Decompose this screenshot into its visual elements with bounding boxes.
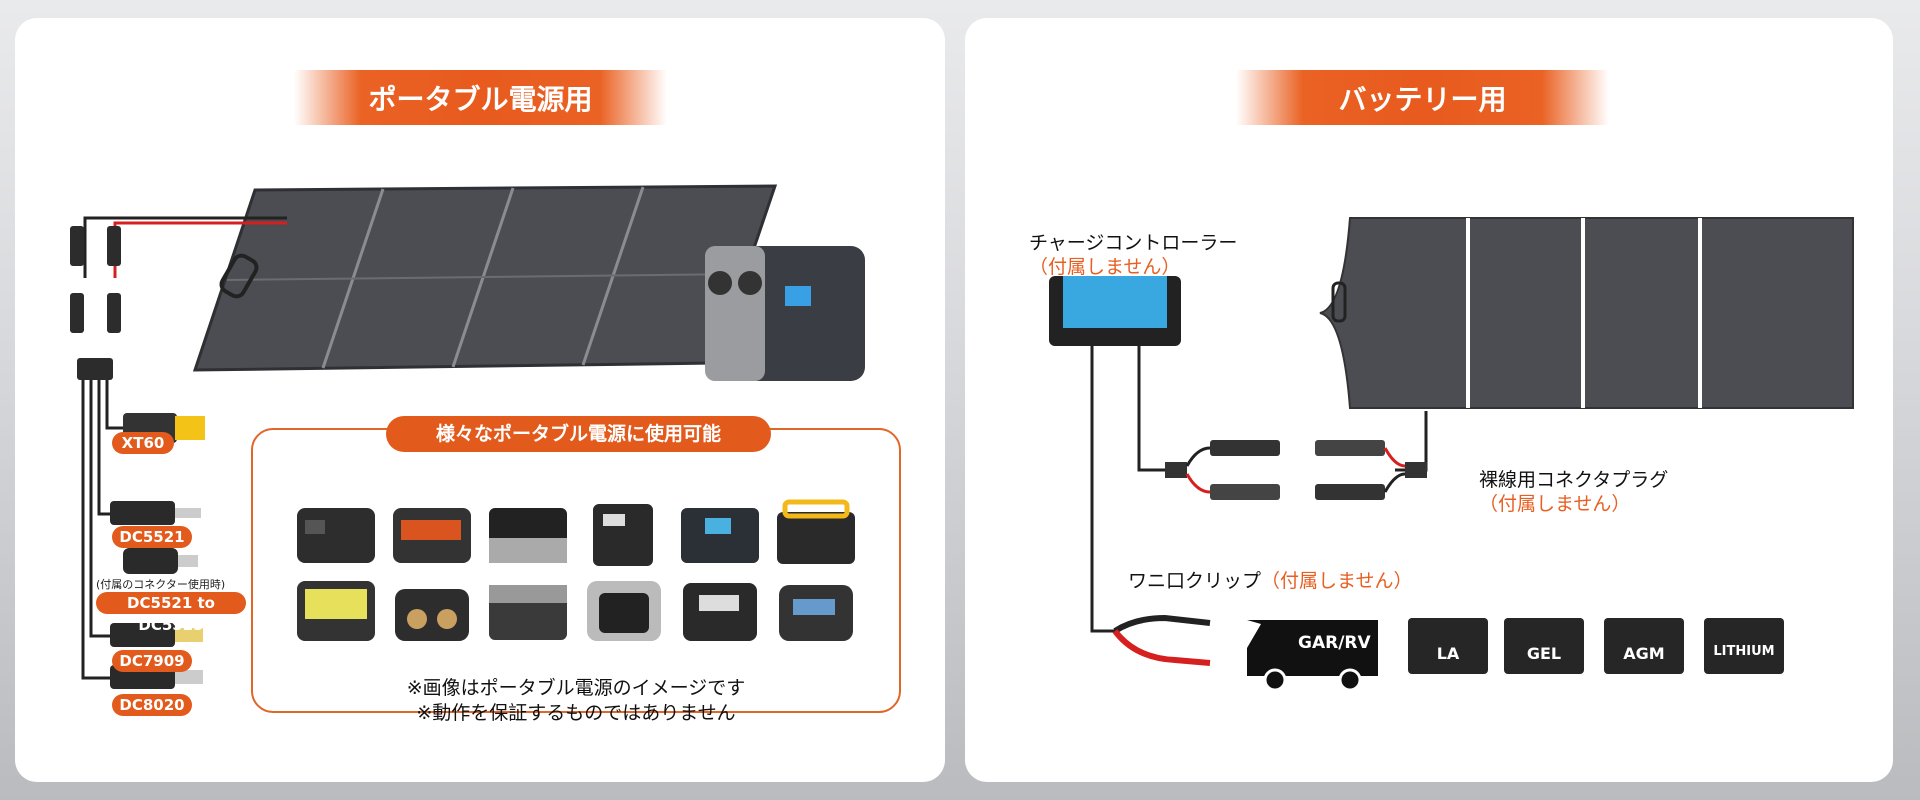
portable-power-card: ポータブル電源用 [15, 18, 945, 782]
clip-label: ワニ口クリップ（付属しません） [1128, 566, 1412, 593]
power-station-icon [583, 575, 665, 645]
clip-label-text: ワニ口クリップ [1128, 570, 1262, 592]
connector-label-xt60: XT60 [112, 432, 174, 454]
van-icon [1247, 620, 1378, 692]
power-station-image [705, 246, 865, 381]
power-station-icon [295, 498, 377, 568]
battery-gel: GEL [1502, 618, 1586, 676]
mc4-connectors [70, 226, 121, 380]
power-station-icon [679, 575, 761, 645]
solar-panel-image [1319, 217, 1854, 409]
compatibility-title: 様々なポータブル電源に使用可能 [386, 416, 771, 452]
power-station-icon [583, 498, 665, 568]
battery-la: LA [1406, 618, 1490, 676]
plug-note: （付属しません） [1479, 493, 1631, 515]
battery-label: AGM [1623, 644, 1665, 663]
connector-label-dc7909: DC7909 [112, 650, 192, 672]
note-warranty: ※動作を保証するものではありません [416, 702, 736, 724]
charge-controller-note: （付属しません） [1029, 256, 1181, 278]
solar-panel-image [192, 184, 778, 372]
battery-label: LITHIUM [1713, 644, 1775, 659]
charge-controller-label: チャージコントローラー [1029, 232, 1238, 254]
mc4-branch-connectors [1165, 440, 1427, 500]
battery-label: LA [1436, 644, 1460, 663]
power-station-icon [391, 498, 473, 568]
connector-label-dc8020: DC8020 [112, 694, 192, 716]
power-station-icon [487, 575, 569, 645]
power-station-icon [775, 575, 857, 645]
note-image: ※画像はポータブル電源のイメージです [406, 677, 746, 699]
charge-controller-image [1049, 276, 1181, 346]
battery-lithium: LITHIUM [1702, 618, 1786, 676]
power-station-icon [391, 575, 473, 645]
van-label: GAR/RV [1298, 633, 1371, 653]
battery-card: バッテリー用 [965, 18, 1893, 782]
connector-note: (付属のコネクター使用時) [96, 578, 226, 591]
plug-label: 裸線用コネクタプラグ [1479, 469, 1669, 491]
power-station-icon [679, 498, 761, 568]
alligator-clip-image [1112, 614, 1211, 666]
compatibility-box: 様々なポータブル電源に使用可能 ※画像はポータブル電源のイメージです ※動作を保… [251, 416, 901, 724]
battery-agm: AGM [1602, 618, 1686, 676]
battery-label: GEL [1526, 644, 1562, 663]
section-title: ポータブル電源用 [294, 70, 667, 125]
connector-label-dc5521-to-dc5525: DC5521 to DC5525 [96, 592, 246, 634]
connector-label-dc5521: DC5521 [112, 526, 192, 548]
power-station-icon [295, 575, 377, 645]
battery-icons [1408, 618, 1784, 674]
clip-note: （付属しません） [1261, 570, 1413, 592]
dc-plugs [110, 413, 205, 689]
power-station-icon [487, 498, 569, 568]
power-station-icon [775, 498, 857, 568]
battery-setup-illustration [1049, 217, 1854, 692]
section-title: バッテリー用 [1236, 70, 1609, 125]
